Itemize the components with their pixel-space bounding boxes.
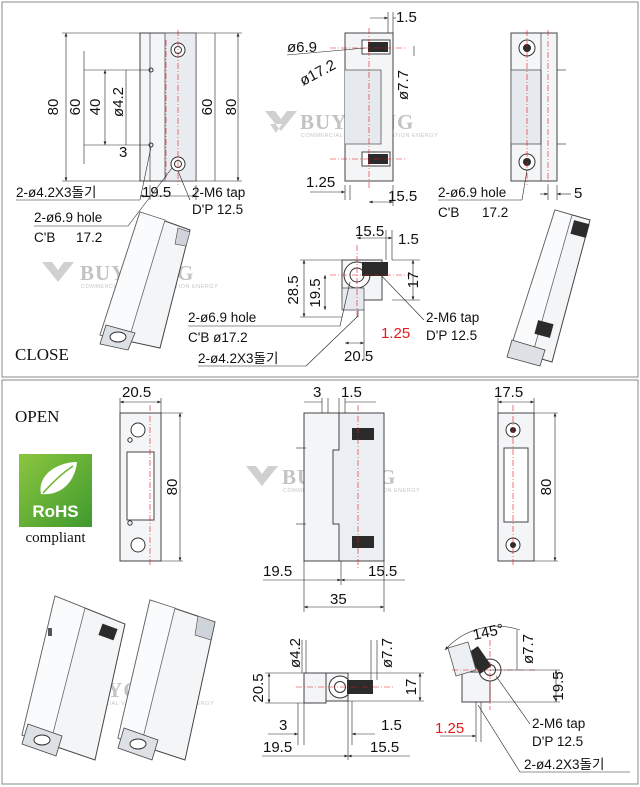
dim-1-5: 1.5	[398, 231, 419, 248]
close-iso-view-left: CLOSE	[15, 211, 191, 364]
dim-19-5: 19.5	[263, 563, 292, 580]
close-top-view: 15.5 1.5 28.5 19.5 17 2-ø6.9 hole C'B ø1…	[188, 223, 479, 367]
dim-hole-7-7: ø7.7	[395, 70, 412, 100]
dim-1-25: 1.25	[381, 325, 410, 342]
open-left-view: OPEN 20.5 80	[15, 384, 183, 566]
dim-19-5: 19.5	[550, 671, 567, 700]
close-back-view: 2-ø6.9 hole C'B 17.2 5	[438, 30, 582, 220]
rohs-label: RoHS	[32, 502, 79, 521]
dim-60: 60	[199, 99, 216, 116]
open-label: OPEN	[15, 407, 59, 426]
dim-3: 3	[313, 384, 321, 401]
note-tap-depth: D'P 12.5	[192, 202, 243, 217]
note-tap-depth: D'P 12.5	[426, 328, 477, 343]
dim-1-5: 1.5	[396, 9, 417, 26]
dim-15-5: 15.5	[355, 223, 384, 240]
note-tap: 2-M6 tap	[192, 185, 245, 200]
dim-15-5: 15.5	[370, 739, 399, 756]
dim-40: 40	[87, 99, 104, 116]
dim-80: 80	[45, 99, 62, 116]
dim-19-5: 19.5	[263, 739, 292, 756]
dim-angle-145: 145°	[471, 621, 505, 644]
note-cb-depth: 17.2	[482, 205, 508, 220]
open-top-view-b: 145° ø7.7 19.5 1.25 2-M6 tap D'P 12.5 2-…	[435, 621, 630, 773]
open-iso-view-right	[117, 599, 216, 761]
rohs-leaf-box: RoHS	[19, 454, 92, 527]
dim-17-5: 17.5	[494, 384, 523, 401]
dim-19-5: 19.5	[142, 184, 171, 201]
dim-80: 80	[538, 479, 555, 496]
dim-hole-7-7: ø7.7	[520, 634, 537, 664]
open-top-view-a: ø4.2 ø7.7 20.5 17 3 1.5 19.5 15.5	[250, 638, 424, 760]
note-cb-hole: 2-ø6.9 hole	[438, 185, 506, 200]
note-holes: 2-ø4.2X3돌기	[16, 185, 96, 200]
dim-1-25: 1.25	[306, 174, 335, 191]
note-tap-depth: D'P 12.5	[532, 734, 583, 749]
note-cb-hole: 2-ø6.9 hole	[34, 210, 102, 225]
open-right-view: 17.5 80	[494, 384, 558, 566]
dim-15-5: 15.5	[388, 188, 417, 205]
dim-1-5: 1.5	[381, 717, 402, 734]
leaf-icon	[40, 462, 77, 495]
dim-80: 80	[223, 99, 240, 116]
close-iso-view-right	[506, 209, 591, 367]
dim-17: 17	[405, 272, 422, 289]
open-iso-view-left	[21, 595, 126, 761]
note-cb-depth: 17.2	[76, 230, 102, 245]
close-label: CLOSE	[15, 345, 69, 364]
close-side-view: 1.5 ø6.9 ø17.2 ø7.7 1.25 15.5	[286, 9, 417, 206]
dim-3: 3	[279, 717, 287, 734]
open-panel-frame	[1, 379, 639, 785]
note-cb-hole: 2-ø6.9 hole	[188, 310, 256, 325]
dim-35: 35	[330, 591, 347, 608]
note-tap: 2-M6 tap	[532, 716, 585, 731]
note-cb: C'B ø17.2	[188, 330, 248, 345]
note-holes: 2-ø4.2X3돌기	[198, 351, 278, 366]
dim-60: 60	[67, 99, 84, 116]
rohs-badge: RoHS compliant	[19, 454, 92, 550]
close-front-view: 80 60 40 ø4.2 60 80 3 19.5 2-ø4.2X3돌기 2-…	[16, 30, 245, 245]
dim-20-5: 20.5	[250, 673, 267, 702]
dim-hole-4-2: ø4.2	[110, 87, 127, 117]
dim-5: 5	[574, 185, 582, 202]
dim-3: 3	[119, 144, 127, 161]
dim-17: 17	[403, 679, 420, 696]
open-middle-view: 3 1.5 19.5 15.5 35	[263, 384, 405, 612]
note-holes: 2-ø4.2X3돌기	[524, 757, 604, 772]
dim-1-25: 1.25	[435, 720, 464, 737]
dim-15-5: 15.5	[368, 563, 397, 580]
dim-hole-7-7: ø7.7	[379, 638, 396, 668]
dim-20-5: 20.5	[344, 348, 373, 365]
dim-28-5: 28.5	[285, 275, 302, 304]
dim-20-5: 20.5	[122, 384, 151, 401]
dim-1-5: 1.5	[341, 384, 362, 401]
note-tap: 2-M6 tap	[426, 310, 479, 325]
rohs-compliant: compliant	[25, 530, 86, 546]
dim-19-5: 19.5	[307, 278, 324, 307]
dim-hole-6-9: ø6.9	[287, 39, 317, 56]
note-cb: C'B	[438, 205, 459, 220]
close-panel-frame	[1, 1, 639, 378]
dim-80: 80	[164, 479, 181, 496]
dim-hole-4-2: ø4.2	[287, 638, 304, 668]
note-cb: C'B	[34, 230, 55, 245]
dim-hole-17-2: ø17.2	[297, 57, 339, 90]
